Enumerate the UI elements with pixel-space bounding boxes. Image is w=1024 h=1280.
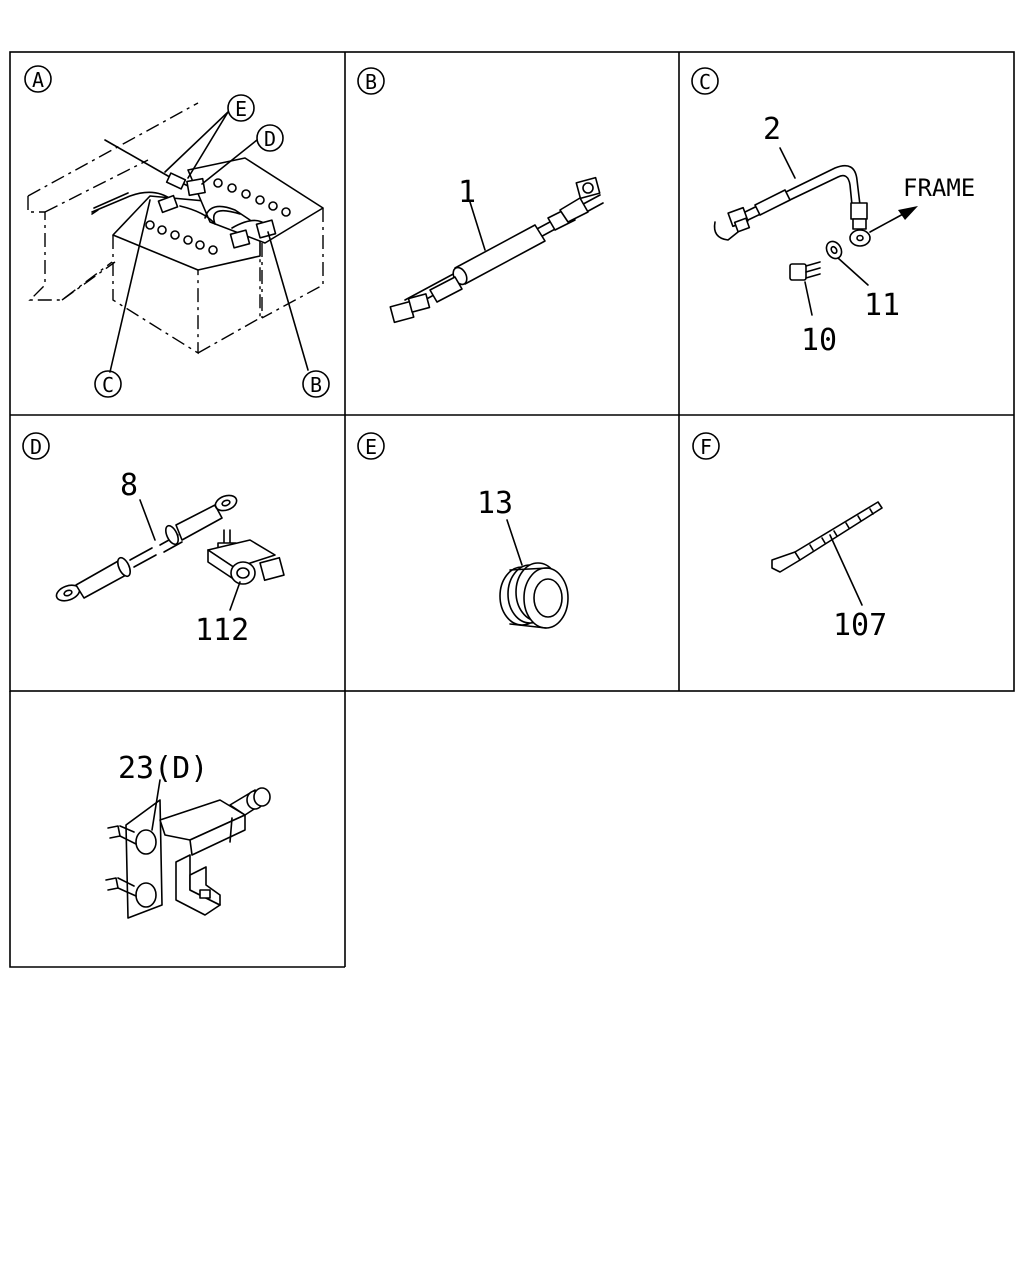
tie-107-drawing: [771, 501, 883, 573]
panel-c: C 2 FRAME 11: [691, 67, 975, 358]
frame-rail: [27, 102, 199, 301]
cable-8-drawing: [55, 494, 238, 602]
frame-direction-label: FRAME: [903, 174, 975, 202]
panel-f: F 107: [692, 432, 887, 643]
panel-frames: [9, 51, 1015, 968]
panel-f-letter: F: [700, 435, 712, 459]
part-1-label: 1: [458, 175, 476, 210]
panel-b: B 1: [357, 67, 604, 324]
panel-d: D 8 112: [22, 432, 285, 648]
part-13-label: 13: [477, 486, 513, 521]
grommet-13-drawing: [499, 562, 569, 629]
part-107-label: 107: [833, 608, 887, 643]
panel-d-letter: D: [30, 435, 42, 459]
battery-cables: [91, 139, 277, 249]
cable-1-drawing: [389, 176, 604, 324]
part-23d-label: 23(D): [118, 751, 208, 786]
panel-a-letter: A: [32, 68, 44, 92]
washer-11-drawing: [825, 240, 869, 286]
cable-2-drawing: [713, 164, 918, 247]
callout-d: D: [264, 127, 276, 151]
panel-g: 23(D): [105, 751, 271, 919]
bracket-23-drawing: [105, 787, 271, 919]
part-112-label: 112: [195, 613, 249, 648]
callout-b: B: [310, 373, 322, 397]
terminal-112-drawing: [207, 529, 285, 585]
panel-a-leaders: [109, 111, 309, 373]
panel-b-letter: B: [365, 70, 377, 94]
panel-e: E 13: [357, 432, 569, 629]
panel-c-letter: C: [699, 70, 711, 94]
part-2-label: 2: [763, 112, 781, 147]
callout-e: E: [235, 97, 247, 121]
bolt-10-drawing: [789, 261, 821, 316]
panel-e-letter: E: [365, 435, 377, 459]
part-11-label: 11: [864, 288, 900, 323]
part-8-label: 8: [120, 468, 138, 503]
battery-right: [187, 157, 324, 319]
part-10-label: 10: [801, 323, 837, 358]
callout-c: C: [102, 373, 114, 397]
panel-a: A: [24, 65, 330, 398]
